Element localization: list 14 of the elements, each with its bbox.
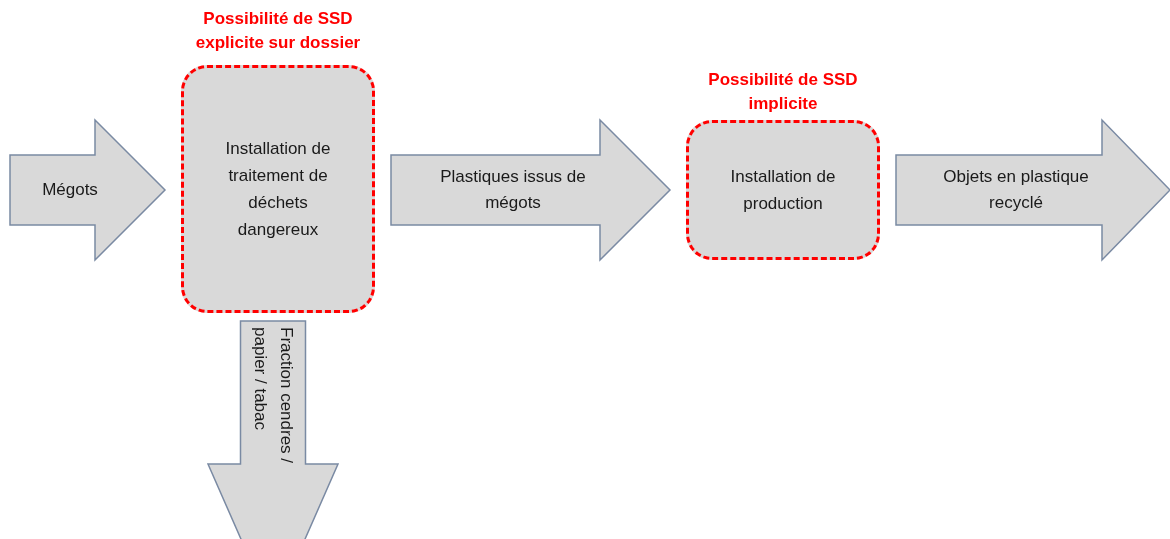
block-arrow [390,118,672,262]
block-arrow [895,118,1170,262]
edge-label: Mégots [41,179,99,201]
edge-label: Fraction cendres / papier / tabac [250,327,297,466]
edge-label: Plastiques issus de mégots [439,166,587,214]
block-arrow [206,320,340,539]
block-arrow [9,118,167,262]
process-box [181,65,375,313]
annotation-heading: Possibilité de SSD explicite sur dossier [194,8,362,54]
annotation-heading: Possibilité de SSD implicite [707,69,859,115]
process-box [686,120,880,260]
edge-label: Objets en plastique recyclé [942,166,1090,214]
box-label: Installation de traitement de déchets dangereux [224,138,332,241]
box-label: Installation de production [729,166,837,215]
